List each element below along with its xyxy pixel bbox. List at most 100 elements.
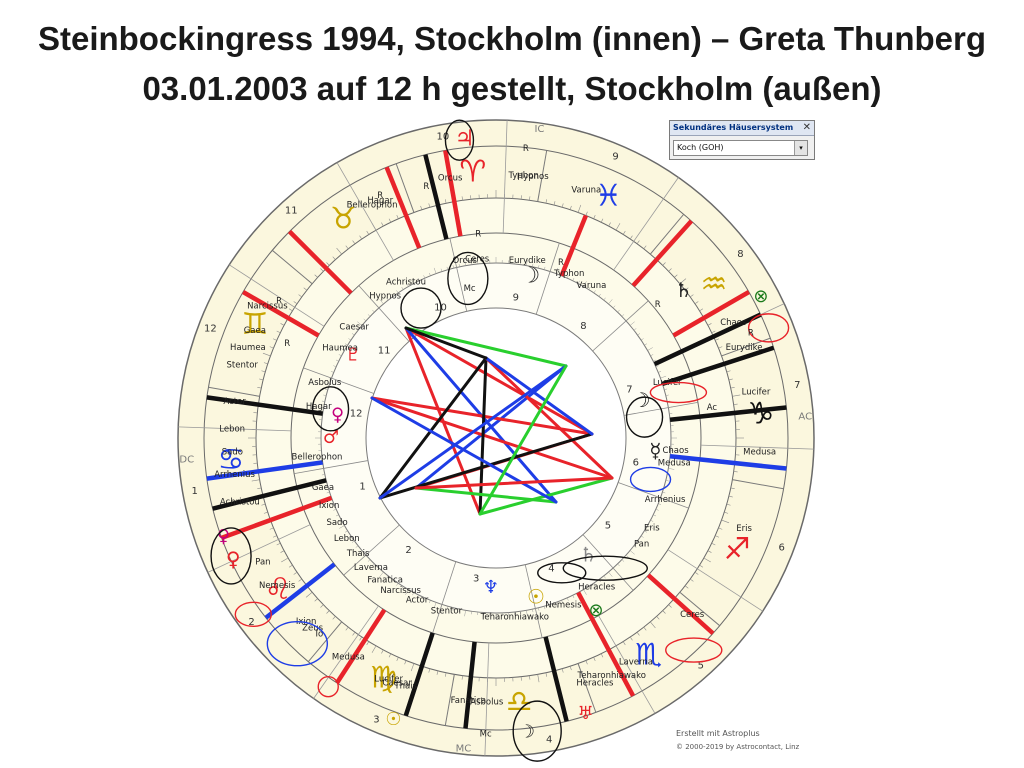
house-number-outer: 1 bbox=[191, 486, 197, 497]
degree-tick bbox=[372, 563, 375, 567]
degree-tick bbox=[679, 278, 687, 284]
degree-tick bbox=[288, 564, 293, 568]
degree-tick bbox=[593, 214, 596, 219]
aspect-line bbox=[378, 364, 568, 500]
degree-tick bbox=[326, 262, 330, 266]
degree-tick bbox=[263, 362, 268, 365]
secondary-house-system-panel: Sekundäres Häusersystem ✕ Koch (GOH) ▾ bbox=[669, 120, 815, 160]
degree-tick bbox=[324, 485, 328, 488]
degree-tick bbox=[359, 636, 363, 641]
degree-tick bbox=[352, 240, 356, 245]
house-system-dropdown[interactable]: Koch (GOH) ▾ bbox=[673, 140, 808, 156]
inner-body-label: Asbolus bbox=[308, 378, 342, 388]
house-cusp-outer bbox=[313, 605, 379, 699]
aspect-line bbox=[478, 364, 568, 516]
chart-title-line-2: 03.01.2003 auf 12 h gestellt, Stockholm … bbox=[142, 70, 882, 107]
inner-body-label: Sado bbox=[326, 518, 347, 528]
retrograde-mark: R bbox=[475, 229, 481, 239]
planet-glyph: ♄ bbox=[579, 543, 597, 567]
degree-tick bbox=[640, 535, 644, 538]
degree-tick bbox=[625, 554, 629, 558]
degree-tick bbox=[593, 290, 596, 294]
planet-glyph: ☽ bbox=[520, 264, 540, 289]
degree-tick bbox=[636, 631, 640, 636]
degree-tick bbox=[420, 205, 423, 210]
axis-label-dc: DC bbox=[179, 455, 194, 466]
planet-glyph: ♀ bbox=[331, 405, 344, 426]
inner-body-label: Nemesis bbox=[545, 600, 582, 610]
degree-tick bbox=[665, 480, 669, 482]
degree-tick bbox=[543, 606, 546, 610]
degree-tick bbox=[379, 571, 384, 577]
degree-tick bbox=[694, 571, 699, 575]
degree-tick bbox=[276, 330, 281, 334]
outer-body-label: Bellerophon bbox=[347, 200, 398, 210]
zodiac-sign-glyph: ♐ bbox=[724, 532, 751, 567]
degree-tick bbox=[684, 287, 689, 291]
highlight-circle bbox=[266, 621, 329, 667]
degree-tick bbox=[366, 230, 370, 235]
inner-body-label: Teharonhiawako bbox=[480, 613, 549, 623]
degree-tick bbox=[543, 266, 546, 270]
chevron-down-icon[interactable]: ▾ bbox=[794, 141, 807, 155]
house-number-outer: 3 bbox=[373, 715, 379, 726]
planet-position-marker bbox=[669, 454, 787, 471]
planet-glyph: ⊗ bbox=[588, 600, 603, 621]
inner-body-label: Eris bbox=[644, 524, 660, 534]
degree-tick bbox=[629, 321, 635, 326]
outer-body-label: Achristou bbox=[220, 497, 260, 507]
aspect-line bbox=[414, 364, 568, 490]
degree-tick bbox=[372, 309, 375, 313]
house-cusp-outer bbox=[336, 162, 394, 261]
degree-tick bbox=[293, 571, 298, 575]
inner-body-label: Hagar bbox=[306, 402, 332, 412]
planet-glyph: ☉ bbox=[385, 709, 401, 730]
degree-tick bbox=[363, 318, 367, 322]
degree-tick bbox=[647, 347, 653, 351]
retrograde-mark: R bbox=[423, 182, 429, 192]
inner-body-label: Heracles bbox=[578, 583, 616, 593]
degree-tick bbox=[585, 211, 588, 216]
inner-body-label: Narcissus bbox=[380, 586, 421, 596]
inner-body-label: Typhon bbox=[553, 269, 584, 279]
degree-tick bbox=[715, 338, 720, 341]
house-cusp-inner bbox=[294, 460, 369, 474]
planet-glyph: ☽ bbox=[519, 721, 535, 742]
degree-tick bbox=[526, 259, 528, 266]
degree-tick bbox=[344, 530, 348, 533]
outer-body-label: Sado bbox=[222, 447, 243, 457]
sign-boundary bbox=[537, 150, 548, 202]
outer-body-label: Orcus bbox=[438, 174, 463, 184]
planet-position-marker bbox=[206, 460, 324, 481]
degree-tick bbox=[405, 281, 409, 287]
degree-tick bbox=[269, 346, 274, 349]
degree-tick bbox=[371, 645, 377, 653]
highlight-circle bbox=[317, 676, 339, 698]
retrograde-mark: R bbox=[655, 300, 661, 310]
house-cusp-outer bbox=[484, 642, 490, 756]
highlight-circle bbox=[444, 119, 475, 161]
house-number-outer: 5 bbox=[698, 660, 704, 671]
degree-tick bbox=[317, 406, 324, 408]
degree-tick bbox=[321, 400, 325, 402]
degree-tick bbox=[656, 616, 660, 620]
highlight-circle bbox=[625, 396, 664, 438]
axis-label-ic: IC bbox=[534, 124, 544, 135]
aspect-line bbox=[370, 396, 558, 504]
degree-tick bbox=[391, 579, 394, 583]
degree-tick bbox=[653, 359, 657, 362]
degree-tick bbox=[636, 240, 640, 245]
highlight-circle bbox=[649, 381, 708, 404]
degree-tick bbox=[621, 559, 625, 562]
degree-tick bbox=[293, 301, 298, 305]
aspect-line bbox=[484, 356, 614, 480]
house-cusp-inner bbox=[535, 242, 560, 315]
outer-body-label: Arrhenius bbox=[214, 470, 255, 480]
highlight-circle bbox=[400, 287, 442, 329]
close-icon[interactable]: ✕ bbox=[802, 122, 811, 133]
outer-body-label: Pan bbox=[255, 557, 270, 567]
highlight-circle bbox=[311, 386, 350, 432]
degree-tick bbox=[303, 287, 308, 291]
degree-tick bbox=[458, 609, 460, 613]
outer-body-label: Medusa bbox=[332, 652, 365, 662]
